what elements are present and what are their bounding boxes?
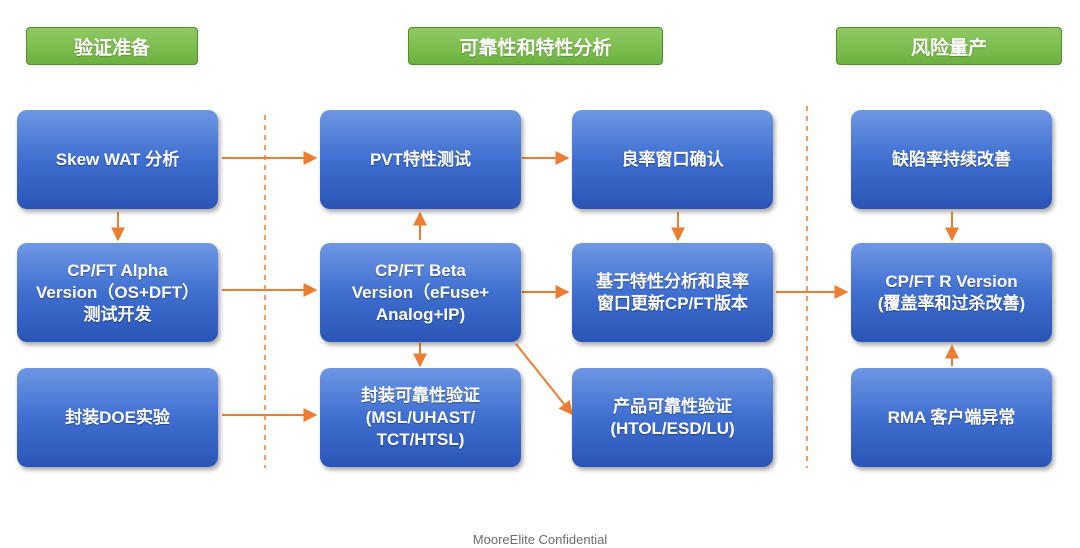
box-package-doe-experiment: 封装DOE实验 bbox=[17, 368, 218, 467]
box-cpft-r-version: CP/FT R Version (覆盖率和过杀改善) bbox=[851, 243, 1052, 342]
footer-confidential: MooreElite Confidential bbox=[472, 532, 608, 547]
box-yield-window-confirmation: 良率窗口确认 bbox=[572, 110, 773, 209]
arrow-beta-to-prodrel bbox=[515, 343, 573, 416]
box-package-reliability-verification: 封装可靠性验证 (MSL/UHAST/ TCT/HTSL) bbox=[320, 368, 521, 467]
phase-risk-mass-production: 风险量产 bbox=[836, 27, 1062, 65]
box-skew-wat-analysis: Skew WAT 分析 bbox=[17, 110, 218, 209]
phase-reliability-characterization: 可靠性和特性分析 bbox=[408, 27, 663, 65]
phase-verification-prep: 验证准备 bbox=[26, 27, 198, 65]
box-cpft-beta-version: CP/FT Beta Version（eFuse+ Analog+IP) bbox=[320, 243, 521, 342]
box-defect-rate-improvement: 缺陷率持续改善 bbox=[851, 110, 1052, 209]
box-pvt-characterization-test: PVT特性测试 bbox=[320, 110, 521, 209]
box-product-reliability-verification: 产品可靠性验证 (HTOL/ESD/LU) bbox=[572, 368, 773, 467]
box-rma-customer-issue: RMA 客户端异常 bbox=[851, 368, 1052, 467]
box-update-cpft-version: 基于特性分析和良率 窗口更新CP/FT版本 bbox=[572, 243, 773, 342]
box-cpft-alpha-version: CP/FT Alpha Version（OS+DFT） 测试开发 bbox=[17, 243, 218, 342]
